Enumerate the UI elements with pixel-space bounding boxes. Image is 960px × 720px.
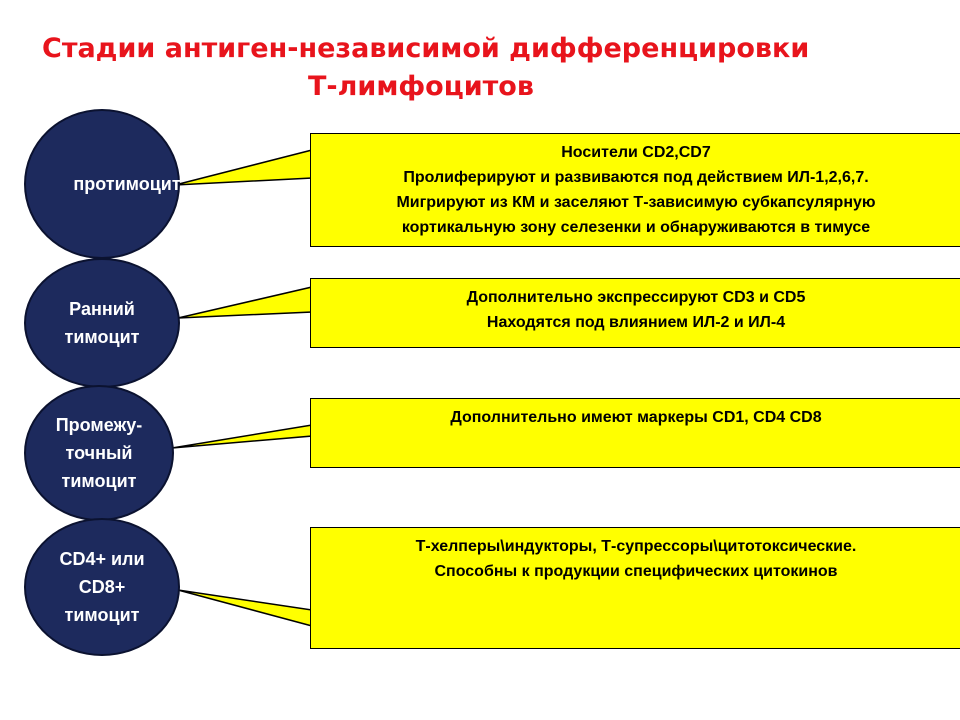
stage-1-circle-label: протимоцит xyxy=(73,174,181,194)
title-line-2: Т-лимфоцитов xyxy=(308,71,534,102)
stage-3-circle: Промежу- точный тимоцит xyxy=(24,385,174,521)
stage-1-line-2: Пролиферируют и развиваются под действие… xyxy=(403,169,869,186)
connector-stage-3 xyxy=(171,424,313,449)
connector-stage-1 xyxy=(174,149,313,186)
stage-4-line-2: Способны к продукции специфических циток… xyxy=(434,563,838,580)
stage-4-description-box: Т-хелперы\индукторы, Т-супрессоры\цитото… xyxy=(310,527,960,649)
stage-1-line-3: Мигрируют из КМ и заселяют Т-зависимую с… xyxy=(396,194,876,211)
connector-stage-2 xyxy=(177,286,313,319)
title-line-1: Стадии антиген-независимой дифференциров… xyxy=(42,33,810,64)
connector-stage-4 xyxy=(177,589,313,627)
stage-3-circle-line-2: точный xyxy=(65,443,133,463)
stage-1-description-box: Носители CD2,CD7 Пролиферируют и развива… xyxy=(310,133,960,247)
stage-3-circle-line-3: тимоцит xyxy=(61,471,137,491)
stage-4-circle-line-3: тимоцит xyxy=(64,605,140,625)
stage-4-circle: CD4+ или CD8+ тимоцит xyxy=(24,518,180,656)
stage-2-description-box: Дополнительно экспрессируют CD3 и CD5 На… xyxy=(310,278,960,348)
stage-4-circle-line-1: CD4+ или xyxy=(59,549,145,569)
stage-2-line-1: Дополнительно экспрессируют CD3 и CD5 xyxy=(466,289,806,306)
stage-1-line-4: кортикальную зону селезенки и обнаружива… xyxy=(401,219,871,236)
stage-2-circle: Ранний тимоцит xyxy=(24,258,180,388)
stage-4-circle-line-2: CD8+ xyxy=(78,577,126,597)
stage-3-circle-line-1: Промежу- xyxy=(55,415,143,435)
stage-3-line-1: Дополнительно имеют маркеры CD1, CD4 CD8 xyxy=(450,409,822,426)
stage-2-circle-line-1: Ранний xyxy=(69,299,135,319)
stage-4-line-1: Т-хелперы\индукторы, Т-супрессоры\цитото… xyxy=(415,538,857,555)
stage-1-circle: протимоцит xyxy=(24,109,181,259)
stage-2-circle-line-2: тимоцит xyxy=(64,327,140,347)
stage-1-line-1: Носители CD2,CD7 xyxy=(561,144,711,161)
stage-2-line-2: Находятся под влиянием ИЛ-2 и ИЛ-4 xyxy=(486,314,786,331)
stage-3-description-box: Дополнительно имеют маркеры CD1, CD4 CD8 xyxy=(310,398,960,468)
